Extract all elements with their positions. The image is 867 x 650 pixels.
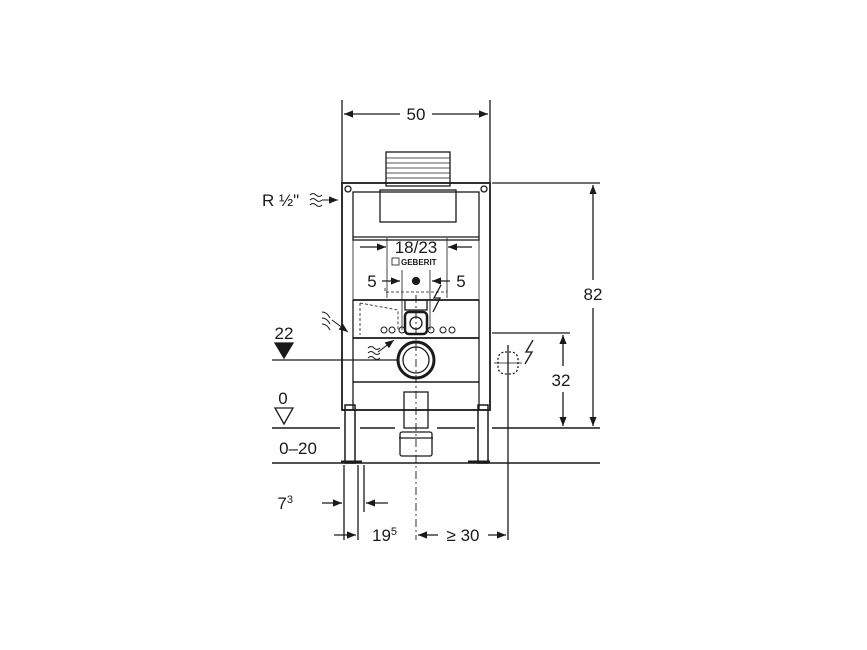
drain-height-label: 22 — [275, 324, 294, 343]
geberit-logo: GEBERIT — [401, 258, 437, 267]
floor-adjust-label: 0–20 — [279, 439, 317, 458]
foot-offset-label: 73 — [277, 494, 293, 513]
floor-level-label: 0 — [278, 389, 287, 408]
width-dimension — [341, 100, 491, 183]
water-inlet-icon — [321, 311, 349, 333]
electrical-height-dimension — [492, 332, 570, 540]
flush-plate-label: 18/23 — [395, 238, 438, 257]
width-label: 50 — [407, 105, 426, 124]
bottom-dimensions — [322, 465, 506, 540]
height-dimension — [492, 182, 600, 426]
offset-left-label: 5 — [367, 272, 376, 291]
electricity-icon — [432, 284, 442, 313]
flush-plate-dimensions — [360, 238, 472, 330]
height-label: 82 — [584, 285, 603, 304]
installation-frame — [341, 182, 491, 464]
flush-water-icon — [367, 339, 395, 360]
cistern-top-grille — [385, 151, 451, 187]
drain-level-marker-icon — [273, 342, 295, 360]
floor-level-marker-icon — [273, 407, 295, 426]
axis-offset-label: 195 — [372, 526, 397, 545]
water-supply-label: R ½" — [262, 191, 299, 210]
water-supply-icon — [309, 193, 338, 207]
floor-lines — [272, 427, 600, 464]
electricity-icon — [524, 339, 534, 365]
offset-right-label: 5 — [456, 272, 465, 291]
electrical-height-label: 32 — [552, 371, 571, 390]
min-distance-label: ≥ 30 — [447, 526, 480, 545]
